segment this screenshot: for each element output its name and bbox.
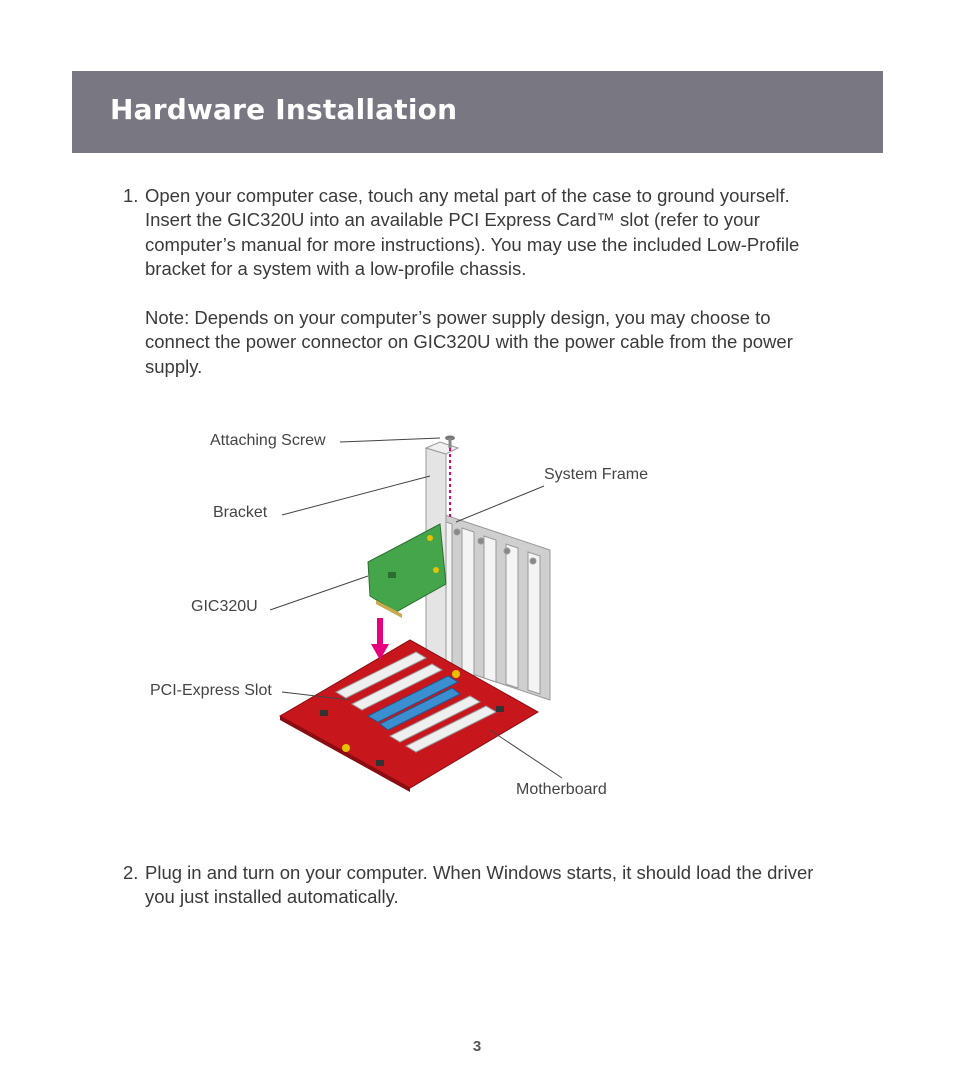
step-note: Note: Depends on your computer’s power s…	[145, 307, 793, 377]
motherboard	[278, 639, 539, 792]
label-pci-express-slot: PCI-Express Slot	[150, 682, 272, 699]
step-text: Plug in and turn on your computer. When …	[145, 862, 814, 908]
page-title: Hardware Installation	[110, 93, 458, 126]
step-text: Open your computer case, touch any metal…	[145, 185, 800, 280]
system-frame	[429, 509, 551, 701]
label-gic320u: GIC320U	[191, 598, 258, 615]
label-system-frame: System Frame	[544, 466, 649, 483]
step-2: 2. Plug in and turn on your computer. Wh…	[123, 861, 823, 910]
insert-arrow	[371, 618, 389, 660]
installation-illustration	[269, 435, 563, 792]
page-number: 3	[472, 1038, 482, 1055]
step-number: 2.	[123, 862, 139, 883]
label-bracket: Bracket	[213, 504, 268, 521]
attaching-screw	[445, 435, 455, 448]
header-band: Hardware Installation	[72, 71, 883, 153]
step-1: 1. Open your computer case, touch any me…	[123, 184, 823, 379]
card-gic320u	[367, 523, 447, 618]
label-motherboard: Motherboard	[516, 781, 607, 798]
installation-diagram: Attaching Screw Bracket System Frame GIC…	[140, 420, 700, 820]
step-number: 1.	[123, 185, 139, 206]
label-attaching-screw: Attaching Screw	[210, 432, 326, 449]
